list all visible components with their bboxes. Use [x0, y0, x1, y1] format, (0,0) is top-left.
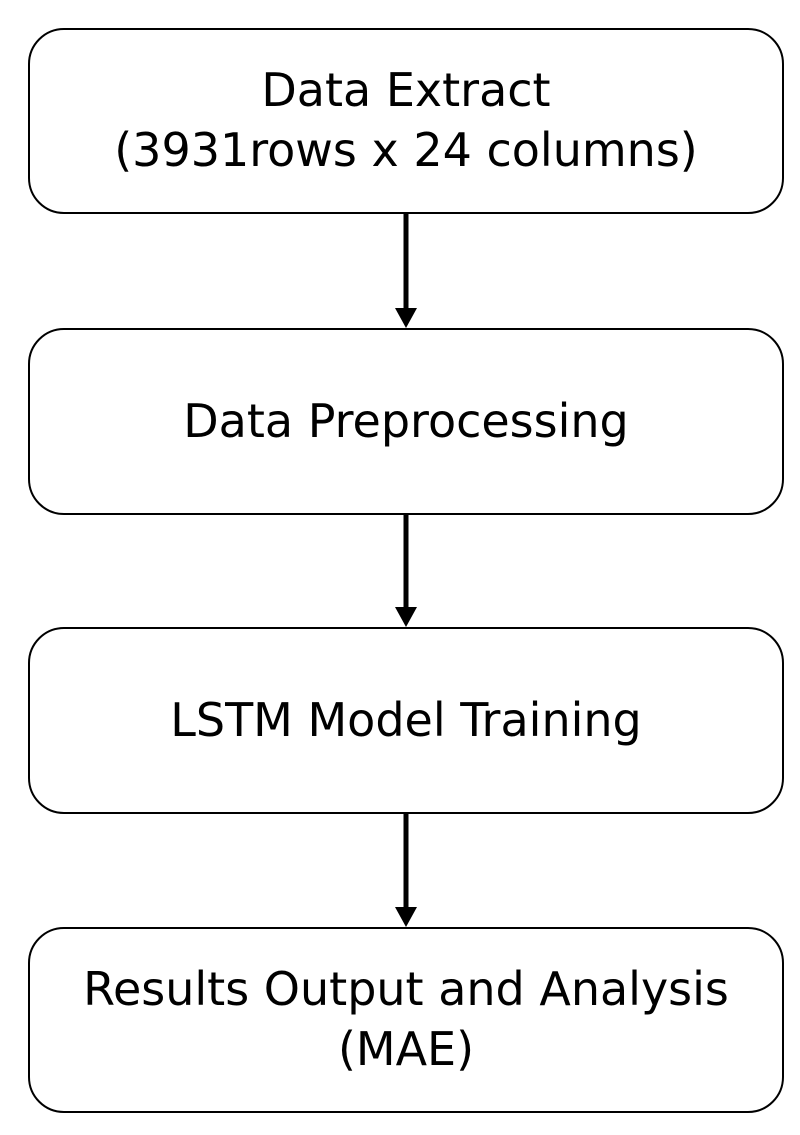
arrow-down-icon	[395, 214, 417, 328]
step-title: Results Output and Analysis	[83, 962, 729, 1017]
step-detail: (MAE)	[337, 1022, 475, 1076]
step-lstm-model-training: LSTM Model Training	[28, 627, 784, 814]
flow-arrow-1	[395, 214, 417, 328]
step-title: Data Extract	[261, 63, 551, 118]
step-results-output-analysis: Results Output and Analysis (MAE)	[28, 927, 784, 1113]
flow-arrow-2	[395, 515, 417, 627]
step-title: Data Preprocessing	[183, 393, 629, 448]
step-data-extract: Data Extract (3931rows x 24 columns)	[28, 28, 784, 214]
flow-arrow-3	[395, 814, 417, 927]
step-data-preprocessing: Data Preprocessing	[28, 328, 784, 515]
arrow-down-icon	[395, 814, 417, 927]
arrow-down-icon	[395, 515, 417, 627]
step-title: LSTM Model Training	[170, 692, 642, 747]
step-detail: (3931rows x 24 columns)	[114, 123, 698, 177]
